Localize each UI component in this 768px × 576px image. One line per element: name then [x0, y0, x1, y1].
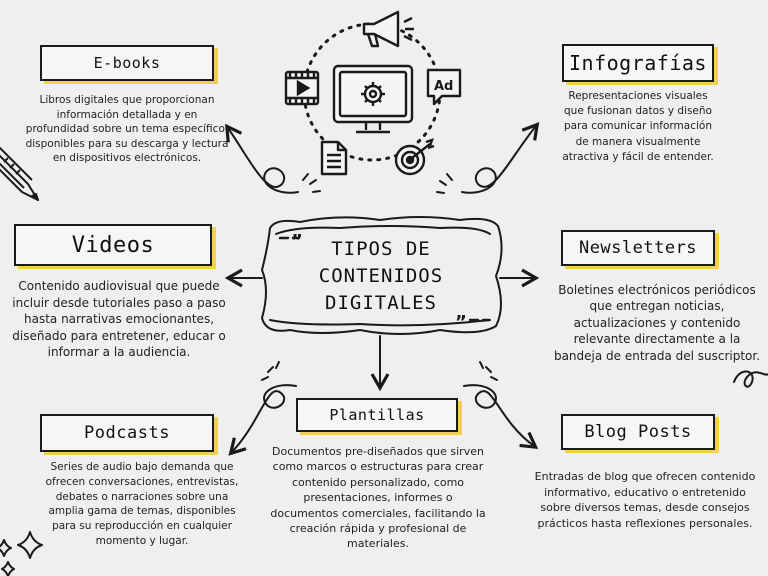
connector-infografias — [461, 121, 540, 194]
svg-text:Ad: Ad — [434, 79, 453, 94]
newsletters-title: Newsletters — [578, 238, 698, 258]
podcasts-title: Podcasts — [84, 423, 170, 443]
ebooks-title: E-books — [93, 54, 161, 72]
infografias-description: Representaciones visuales que fusionan d… — [562, 90, 714, 163]
connector-podcasts — [228, 384, 297, 456]
plantillas-description: Documentos pre-diseñados que sirven como… — [270, 445, 486, 551]
central-topic-title: TIPOS DE CONTENIDOS DIGITALES — [318, 237, 444, 314]
video-player-icon — [284, 70, 320, 106]
connector-ebooks — [225, 123, 299, 194]
blogposts-title: Blog Posts — [584, 422, 692, 442]
videos-title: Videos — [71, 232, 155, 258]
ebooks-title-box: E-books — [40, 45, 214, 81]
plantillas-title: Plantillas — [329, 406, 425, 424]
videos-description: Contenido audiovisual que puede incluir … — [12, 279, 226, 360]
pencil-icon — [0, 146, 39, 201]
podcasts-description: Series de audio bajo demanda que ofrecen… — [45, 461, 239, 547]
blogposts-description: Entradas de blog que ofrecen contenido i… — [534, 470, 756, 530]
blogposts-title-box: Blog Posts — [561, 414, 715, 450]
podcasts-title-box: Podcasts — [40, 414, 214, 452]
svg-text:”: ” — [455, 312, 467, 333]
ad-badge-icon — [426, 68, 462, 106]
sparkle-icon — [0, 531, 43, 576]
monitor-gear-icon — [332, 64, 414, 134]
document-icon — [320, 140, 348, 176]
ebooks-description: Libros digitales que proporcionan inform… — [25, 94, 229, 165]
central-topic: TIPOS DE CONTENIDOS DIGITALES — [263, 218, 499, 334]
infografias-title-box: Infografías — [562, 44, 714, 82]
megaphone-icon — [362, 10, 414, 48]
center-frame — [260, 216, 503, 335]
videos-title-box: Videos — [14, 224, 212, 266]
infografias-title: Infografías — [569, 51, 707, 75]
swirl-decoration — [733, 370, 768, 388]
newsletters-description: Boletines electrónicos periódicos que en… — [553, 283, 761, 363]
svg-text:”: ” — [291, 231, 303, 252]
newsletters-title-box: Newsletters — [561, 230, 715, 266]
target-icon — [394, 138, 435, 176]
plantillas-title-box: Plantillas — [296, 398, 458, 432]
connector-blogposts — [463, 384, 539, 450]
